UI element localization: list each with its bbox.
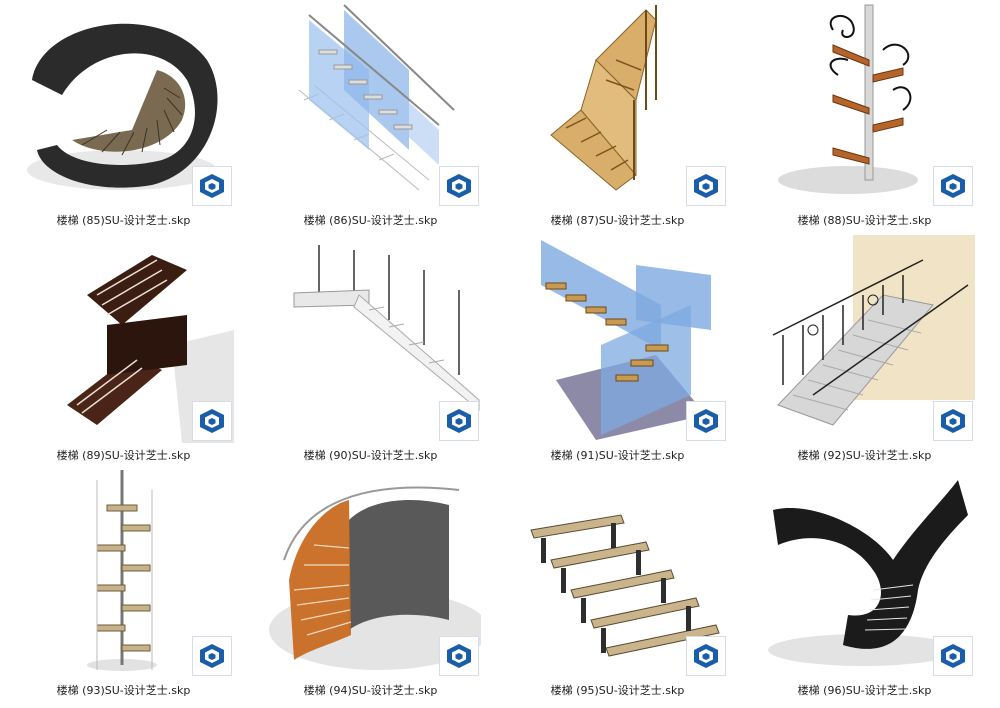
thumbnail-stone-iron[interactable]: [753, 235, 975, 443]
sketchup-logo-icon: [192, 636, 232, 676]
file-tile[interactable]: 楼梯 (86)SU-设计芝士.skp: [247, 0, 494, 234]
sketchup-logo-icon: [192, 166, 232, 206]
thumbnail-black-helix[interactable]: [753, 470, 975, 678]
file-tile[interactable]: 楼梯 (87)SU-设计芝士.skp: [494, 0, 741, 234]
thumbnail-tall-spiral[interactable]: [12, 470, 234, 678]
sketchup-logo-icon: [933, 636, 973, 676]
sketchup-logo-icon: [686, 166, 726, 206]
file-tile[interactable]: 楼梯 (95)SU-设计芝士.skp: [494, 470, 741, 704]
thumbnail-iron-spiral[interactable]: [753, 0, 975, 208]
file-name: 楼梯 (89)SU-设计芝士.skp: [56, 449, 191, 462]
thumbnail-white-suspended[interactable]: [259, 235, 481, 443]
file-name: 楼梯 (87)SU-设计芝士.skp: [550, 214, 685, 227]
sketchup-logo-icon: [192, 401, 232, 441]
file-name: 楼梯 (93)SU-设计芝士.skp: [56, 684, 191, 697]
sketchup-logo-icon: [686, 636, 726, 676]
file-tile[interactable]: 楼梯 (94)SU-设计芝士.skp: [247, 470, 494, 704]
thumbnail-glass-uturn[interactable]: [506, 235, 728, 443]
thumbnail-curved-wall[interactable]: [259, 470, 481, 678]
file-name: 楼梯 (85)SU-设计芝士.skp: [56, 214, 191, 227]
file-name: 楼梯 (96)SU-设计芝士.skp: [797, 684, 932, 697]
file-tile[interactable]: 楼梯 (92)SU-设计芝士.skp: [741, 235, 988, 469]
file-name: 楼梯 (91)SU-设计芝士.skp: [550, 449, 685, 462]
file-name: 楼梯 (86)SU-设计芝士.skp: [303, 214, 438, 227]
thumbnail-dark-switchback[interactable]: [12, 235, 234, 443]
thumbnail-wood-lturn[interactable]: [506, 0, 728, 208]
sketchup-logo-icon: [439, 636, 479, 676]
sketchup-logo-icon: [933, 401, 973, 441]
file-name: 楼梯 (95)SU-设计芝士.skp: [550, 684, 685, 697]
file-tile[interactable]: 楼梯 (91)SU-设计芝士.skp: [494, 235, 741, 469]
file-tile[interactable]: 楼梯 (88)SU-设计芝士.skp: [741, 0, 988, 234]
thumbnail-glass-straight[interactable]: [259, 0, 481, 208]
file-tile[interactable]: 楼梯 (85)SU-设计芝士.skp: [0, 0, 247, 234]
sketchup-logo-icon: [439, 166, 479, 206]
file-tile[interactable]: 楼梯 (89)SU-设计芝士.skp: [0, 235, 247, 469]
sketchup-logo-icon: [439, 401, 479, 441]
file-tile[interactable]: 楼梯 (90)SU-设计芝士.skp: [247, 235, 494, 469]
file-tile[interactable]: 楼梯 (96)SU-设计芝士.skp: [741, 470, 988, 704]
thumbnail-black-spiral[interactable]: [12, 0, 234, 208]
sketchup-logo-icon: [933, 166, 973, 206]
file-name: 楼梯 (88)SU-设计芝士.skp: [797, 214, 932, 227]
file-name: 楼梯 (92)SU-设计芝士.skp: [797, 449, 932, 462]
file-name: 楼梯 (90)SU-设计芝士.skp: [303, 449, 438, 462]
file-name: 楼梯 (94)SU-设计芝士.skp: [303, 684, 438, 697]
file-tile[interactable]: 楼梯 (93)SU-设计芝士.skp: [0, 470, 247, 704]
sketchup-logo-icon: [686, 401, 726, 441]
thumbnail-bench-steps[interactable]: [506, 470, 728, 678]
